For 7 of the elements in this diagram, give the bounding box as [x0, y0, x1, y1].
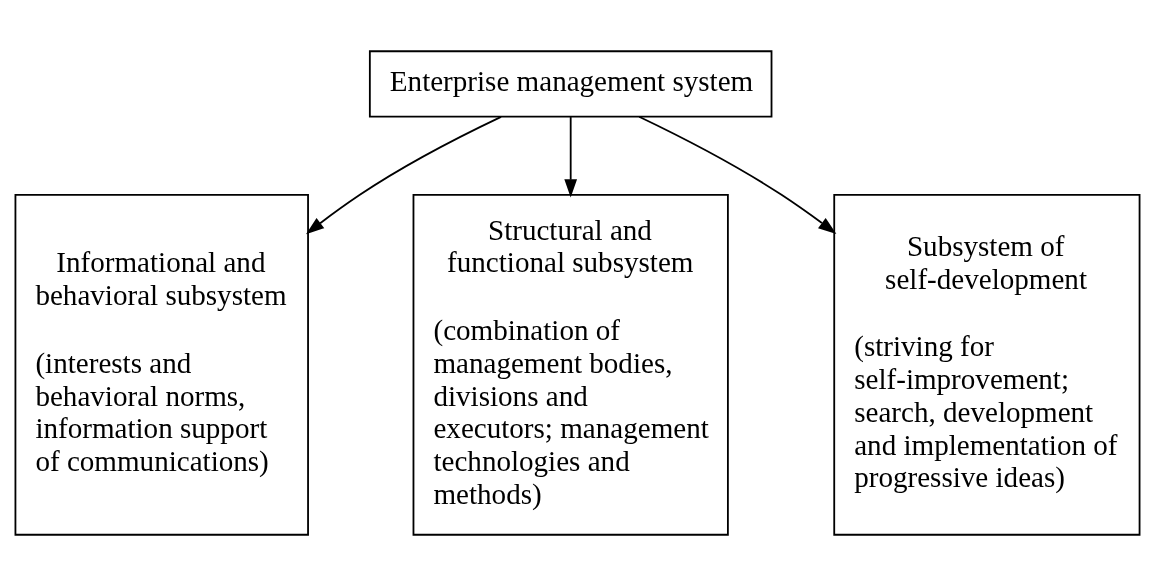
arrow [638, 115, 837, 234]
node-box: Informational and behavioral subsystem (interests and behavioral norms, information support of communications) [14, 193, 309, 536]
arrow [305, 115, 502, 234]
node-box: Enterprise management system [368, 49, 773, 118]
node-box: Structural and functional subsystem (combination of management bodies, divisions and executors; management technologies and methods) [412, 193, 729, 536]
arrow [564, 115, 578, 198]
node-box: Subsystem of self-development (striving for self-improvement; search, development and implementation of progressive ideas) [833, 193, 1141, 536]
